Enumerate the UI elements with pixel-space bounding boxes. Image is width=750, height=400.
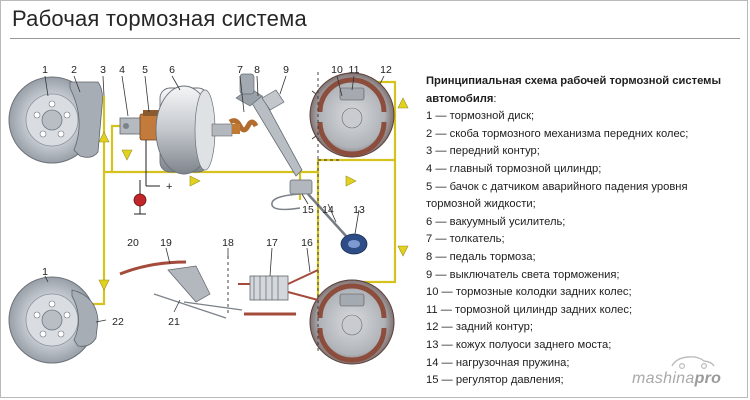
callout-6: 6 [169, 64, 175, 76]
arrow-rear-up [397, 97, 409, 109]
caliper-bottom [71, 289, 99, 347]
callout-11: 11 [349, 64, 360, 76]
callout-5: 5 [142, 64, 148, 76]
car-logo-icon [671, 356, 715, 370]
callout-9: 9 [283, 64, 289, 76]
legend-item-13: 13 — кожух полуоси заднего моста; [426, 338, 612, 351]
callout-2: 2 [71, 64, 77, 76]
parking-brake [119, 260, 243, 319]
legend: Принципиальная схема рабочей тормозной с… [426, 73, 744, 390]
legend-item-10: 10 — тормозные колодки задних колес; [426, 286, 632, 299]
legend-item-15: 15 — регулятор давления; [426, 374, 564, 387]
callout-22: 22 [112, 316, 124, 328]
callout-12: 12 [380, 64, 392, 76]
warning-lamp [133, 193, 147, 207]
legend-item-6: 6 — вакуумный усилитель; [426, 215, 566, 228]
callout-8: 8 [254, 64, 260, 76]
flow-arrows [98, 97, 409, 291]
site-logo: mashinapro [632, 370, 722, 387]
front-disc-brake-top [8, 76, 103, 164]
master-to-front-line [104, 124, 126, 174]
legend-item-7: 7 — толкатель; [426, 233, 505, 246]
legend-item-3: 3 — передний контур; [426, 145, 540, 158]
callout-leaders [44, 75, 385, 323]
callout-15: 15 [302, 204, 314, 216]
rear-lower-line [362, 160, 397, 284]
legend-item-8: 8 — педаль тормоза; [426, 250, 536, 263]
legend-item-1: 1 — тормозной диск; [426, 110, 535, 123]
legend-item-4: 4 — главный тормозной цилиндр; [426, 162, 602, 175]
arrow-front-down [121, 149, 133, 161]
arrow-rear-down [397, 245, 409, 257]
callout-17: 17 [266, 237, 278, 249]
callout-20: 20 [127, 237, 139, 249]
callout-19: 19 [160, 237, 172, 249]
master-cylinder-assembly [119, 110, 163, 187]
page-title: Рабочая тормозная система [12, 6, 307, 31]
rear-dashed-guides [317, 72, 340, 352]
vacuum-booster [155, 85, 233, 175]
arrow-right-mid [189, 175, 201, 187]
caliper-top [69, 81, 103, 158]
arrow-right-rear [345, 175, 357, 187]
title-divider [10, 38, 740, 39]
brake-pedal [235, 73, 303, 177]
callout-labels: 1 2 3 4 5 6 7 8 9 10 11 12 15 14 13 20 1… [42, 64, 392, 328]
rear-circuit-line [300, 158, 395, 174]
legend-item-11: 11 — тормозной цилиндр задних колес; [426, 303, 633, 316]
callout-1: 1 [42, 64, 48, 76]
callout-18: 18 [222, 237, 234, 249]
arrow-front-up [98, 131, 110, 143]
rear-brake-cables [227, 256, 319, 316]
rear-drum-brake-top [309, 72, 395, 158]
legend-item-9: 9 — выключатель света торможения; [426, 268, 620, 281]
callout-13: 13 [353, 204, 365, 216]
legend-item-14: 14 — нагрузочная пружина; [426, 356, 570, 369]
legend-item-2: 2 — скоба тормозного механизма передних … [426, 127, 689, 140]
level-sensor [133, 180, 147, 215]
callout-14: 14 [322, 204, 334, 216]
rear-axle-housing [340, 233, 368, 255]
arrow-down-lower [98, 279, 110, 291]
front-disc-brake-bottom [8, 276, 99, 364]
callout-1b: 1 [42, 266, 48, 278]
brake-system-diagram: + [8, 64, 409, 365]
legend-heading: Принципиальная схема рабочей тормозной с… [426, 75, 722, 105]
callout-21: 21 [168, 316, 180, 328]
pressure-regulator [271, 179, 347, 237]
sensor-plus-label: + [166, 181, 172, 193]
pushrod [228, 118, 259, 134]
callout-7: 7 [237, 64, 243, 76]
rear-drum-brake-bottom [309, 279, 395, 365]
legend-item-12: 12 — задний контур; [426, 321, 533, 334]
callout-4: 4 [119, 64, 125, 76]
legend-item-5: 5 — бачок с датчиком аварийного падения … [426, 180, 688, 211]
callout-10: 10 [331, 64, 343, 76]
callout-16: 16 [301, 237, 313, 249]
callout-3: 3 [100, 64, 106, 76]
